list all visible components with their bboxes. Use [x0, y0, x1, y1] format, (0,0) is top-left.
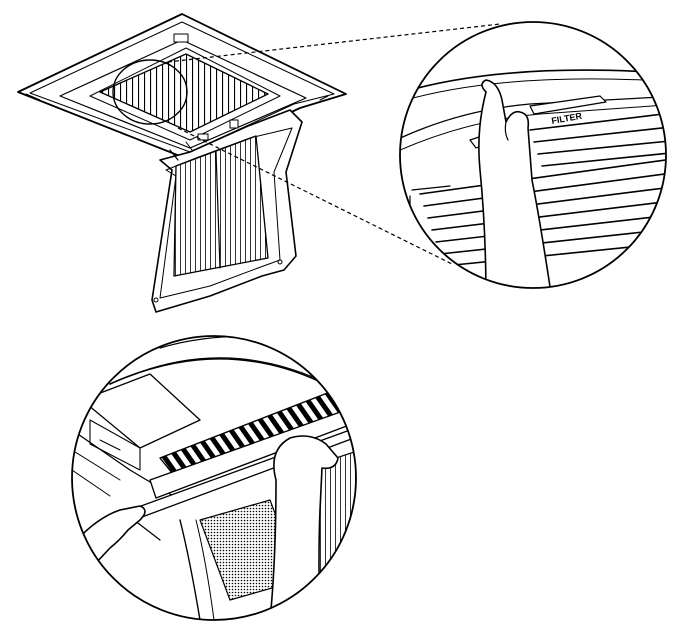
filter-mesh: [173, 135, 269, 277]
grille-slats: [419, 111, 666, 267]
callout-leader-lines: [167, 23, 501, 265]
filter-removal-detail: [71, 335, 357, 621]
right-hand-illustration: [269, 435, 339, 620]
bottom-detail-circle-border: [71, 335, 357, 621]
unit-overview: [17, 13, 347, 313]
top-detail-circle-border: [399, 21, 667, 289]
zoom-circle: [112, 59, 188, 125]
filter-latch-detail: FILTER: [399, 21, 667, 289]
intake-grille: [99, 53, 269, 133]
hand-illustration: [478, 79, 553, 288]
